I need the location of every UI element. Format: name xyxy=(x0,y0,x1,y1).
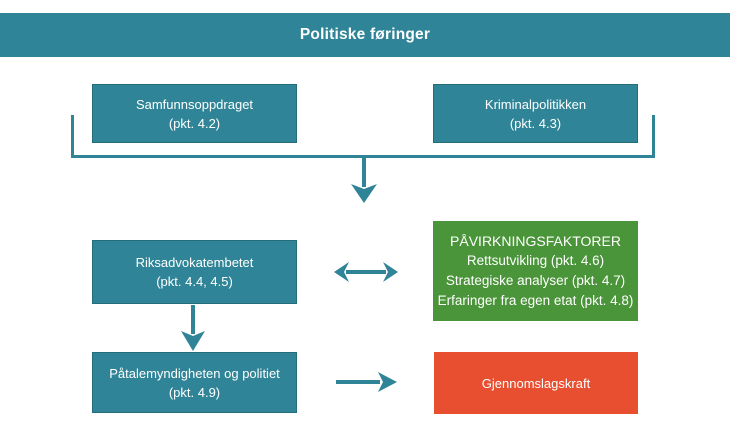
box-samfunnsoppdraget: Samfunnsoppdraget (pkt. 4.2) xyxy=(92,84,297,143)
box-gjennomslagskraft-title: Gjennomslagskraft xyxy=(481,375,591,391)
box-patalemyndigheten-ref: (pkt. 4.9) xyxy=(168,384,221,400)
left-down-arrow-icon xyxy=(181,331,205,351)
header-title: Politiske føringer xyxy=(299,26,431,43)
box-patalemyndigheten-title: Påtalemyndigheten og politiet xyxy=(109,365,280,381)
right-arrow-icon xyxy=(378,372,397,392)
box-pavirkningsfaktorer: PÅVIRKNINGSFAKTORER Rettsutvikling (pkt.… xyxy=(433,221,638,321)
box-pavirkningsfaktorer-item: Erfaringer fra egen etat (pkt. 4.8) xyxy=(437,293,634,308)
box-riksadvokatembetet: Riksadvokatembetet (pkt. 4.4, 4.5) xyxy=(92,240,297,304)
box-kriminalpolitikken: Kriminalpolitikken (pkt. 4.3) xyxy=(433,84,638,143)
box-pavirkningsfaktorer-item: Strategiske analyser (pkt. 4.7) xyxy=(445,273,626,288)
box-pavirkningsfaktorer-item: Rettsutvikling (pkt. 4.6) xyxy=(466,253,605,268)
box-patalemyndigheten: Påtalemyndigheten og politiet (pkt. 4.9) xyxy=(92,352,297,413)
box-samfunnsoppdraget-ref: (pkt. 4.2) xyxy=(168,115,221,131)
box-samfunnsoppdraget-title: Samfunnsoppdraget xyxy=(135,96,254,112)
box-kriminalpolitikken-title: Kriminalpolitikken xyxy=(484,96,587,112)
box-riksadvokatembetet-ref: (pkt. 4.4, 4.5) xyxy=(156,274,233,289)
box-riksadvokatembetet-title: Riksadvokatembetet xyxy=(135,255,254,270)
double-arrow-right-icon xyxy=(383,262,398,282)
header-banner: Politiske føringer xyxy=(0,13,730,57)
down-arrow-icon xyxy=(351,184,377,203)
double-arrow-left-icon xyxy=(334,262,349,282)
box-kriminalpolitikken-ref: (pkt. 4.3) xyxy=(509,115,562,131)
box-gjennomslagskraft: Gjennomslagskraft xyxy=(434,352,638,414)
box-pavirkningsfaktorer-title: PÅVIRKNINGSFAKTORER xyxy=(450,233,621,249)
